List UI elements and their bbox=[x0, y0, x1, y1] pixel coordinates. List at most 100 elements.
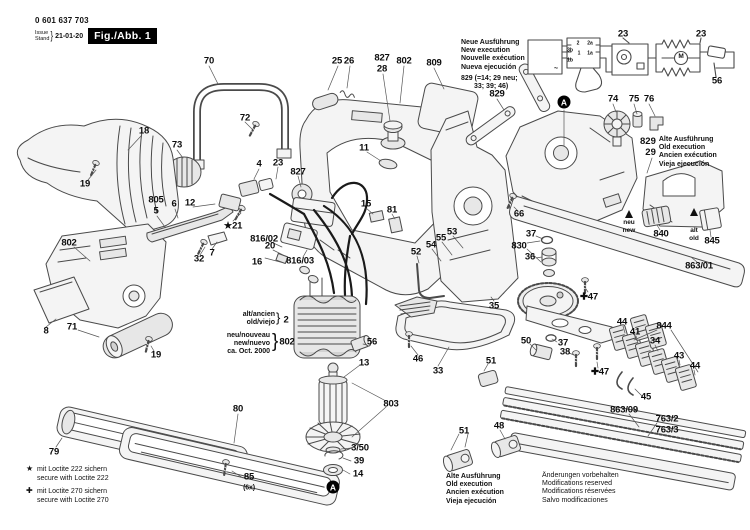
part-label: 3/50 bbox=[351, 442, 369, 454]
guard-rail-863-01 bbox=[509, 196, 745, 288]
ring-37b bbox=[545, 334, 557, 342]
part-label: 35 bbox=[488, 300, 500, 312]
part-label: 51 bbox=[485, 355, 497, 367]
block-12 bbox=[218, 193, 242, 212]
part-label: 51 bbox=[458, 425, 470, 437]
part-label: 2 bbox=[576, 40, 580, 47]
part-label: 844 bbox=[656, 320, 672, 332]
slide-plate bbox=[525, 305, 615, 344]
rail-863-09 bbox=[504, 386, 747, 439]
part-label: 23 bbox=[617, 28, 629, 40]
note-new-execution: Neue Ausführung New execution Nouvelle e… bbox=[461, 39, 525, 91]
part-label: 12 bbox=[184, 197, 196, 209]
footplate-33 bbox=[394, 296, 516, 351]
part-number: 0 601 637 703 bbox=[35, 16, 89, 25]
part-label: 809 bbox=[426, 57, 442, 69]
switch-827 bbox=[290, 183, 336, 227]
note-modifications-reserved: Änderungen vorbehalten Modifications res… bbox=[542, 472, 619, 504]
lever-829 bbox=[465, 106, 516, 146]
cables bbox=[268, 181, 369, 306]
part-label: 8 bbox=[43, 325, 49, 337]
resistor-23-top bbox=[661, 39, 693, 49]
switch-box bbox=[566, 37, 601, 69]
plate-stack-844 bbox=[608, 313, 698, 396]
knob-74 bbox=[603, 110, 631, 147]
part-label: 56 bbox=[711, 75, 723, 87]
part-label: 763/3 bbox=[655, 424, 679, 436]
part-label: 53 bbox=[446, 226, 458, 238]
part-label: 802 bbox=[396, 55, 412, 67]
part-label: 25 bbox=[331, 55, 343, 67]
part-label: 2a bbox=[587, 40, 593, 47]
part-label: 802 bbox=[279, 336, 295, 348]
roller-71 bbox=[102, 312, 173, 359]
part-label: 3b bbox=[567, 47, 573, 54]
cover-plate-8 bbox=[33, 276, 90, 324]
part-label: 71 bbox=[66, 321, 78, 333]
part-label: 76 bbox=[643, 93, 655, 105]
pendulum-rod-5 bbox=[146, 193, 248, 257]
gear-assembly-830 bbox=[503, 191, 615, 368]
lever-829-new bbox=[518, 63, 551, 113]
brush-holder-56 bbox=[350, 335, 372, 352]
part-label: 39 bbox=[353, 455, 365, 467]
snap-ring-39 bbox=[324, 450, 344, 460]
part-76 bbox=[649, 116, 664, 131]
part-label: 6 bbox=[171, 198, 177, 210]
roller-51b-part bbox=[477, 369, 499, 387]
part-label: 845 bbox=[704, 235, 720, 247]
knob-827-28 bbox=[380, 120, 406, 150]
note-old-execution-bottom: Alte Ausführung Old execution Ancien exé… bbox=[446, 473, 504, 505]
part-label: ★21 bbox=[223, 220, 243, 232]
part-75 bbox=[632, 111, 643, 128]
part-label: 73 bbox=[171, 139, 183, 151]
part-label: 23 bbox=[695, 28, 707, 40]
part-label: 827 bbox=[374, 52, 390, 64]
screw-47b bbox=[592, 342, 602, 361]
part-label: 34 bbox=[649, 335, 661, 347]
caption-neu-new: neu new bbox=[622, 219, 636, 234]
part-label: 70 bbox=[203, 55, 215, 67]
part-label: 56 bbox=[366, 336, 378, 348]
part-label: 14 bbox=[352, 468, 364, 480]
screw-38 bbox=[571, 349, 581, 368]
part-label: 46 bbox=[412, 353, 424, 365]
switch-816 bbox=[275, 222, 319, 284]
brace-glyph: } bbox=[272, 331, 279, 352]
wiring-diagram bbox=[527, 37, 735, 93]
part-label: 5 bbox=[153, 205, 159, 217]
field-coil-2-802 bbox=[293, 277, 361, 359]
part-label: 816/02 bbox=[250, 233, 278, 245]
base-shell-80 bbox=[118, 427, 340, 506]
part-label: 66 bbox=[513, 208, 525, 220]
part-label: 79 bbox=[48, 446, 60, 458]
part-label: 1 bbox=[577, 50, 581, 57]
part-label: 72 bbox=[239, 112, 251, 124]
part-label: 54 bbox=[425, 239, 437, 251]
part-label: 81 bbox=[386, 204, 398, 216]
note-coil-old: alt/ancien old/viejo bbox=[242, 311, 275, 326]
part-label: 55 bbox=[435, 232, 447, 244]
part-label: 816/03 bbox=[286, 255, 314, 267]
part-label: 7 bbox=[209, 247, 215, 259]
part-label: 11 bbox=[359, 142, 369, 154]
brace-glyph: } bbox=[50, 30, 54, 42]
part-label: 26 bbox=[343, 55, 355, 67]
detail-marker-A: A bbox=[326, 480, 340, 494]
part-label: 803 bbox=[383, 398, 399, 410]
part-label: 37 bbox=[525, 228, 537, 240]
part-label: 863/09 bbox=[610, 404, 638, 416]
part-label: (6x) bbox=[243, 484, 255, 492]
part-label: 827 bbox=[290, 166, 306, 178]
part-label: 1b bbox=[567, 57, 573, 64]
part-label: 805 bbox=[148, 194, 164, 206]
part-label: 52 bbox=[410, 246, 422, 258]
parts-25-26 bbox=[312, 90, 355, 111]
issue-date: 21-01-20 bbox=[55, 32, 84, 40]
part-label: 44 bbox=[689, 360, 701, 372]
motor-symbol bbox=[673, 50, 689, 66]
part-label: 37 bbox=[557, 337, 569, 349]
part-label: 16 bbox=[251, 256, 263, 268]
part-label: 45 bbox=[640, 391, 652, 403]
part-label: 4 bbox=[256, 158, 262, 170]
